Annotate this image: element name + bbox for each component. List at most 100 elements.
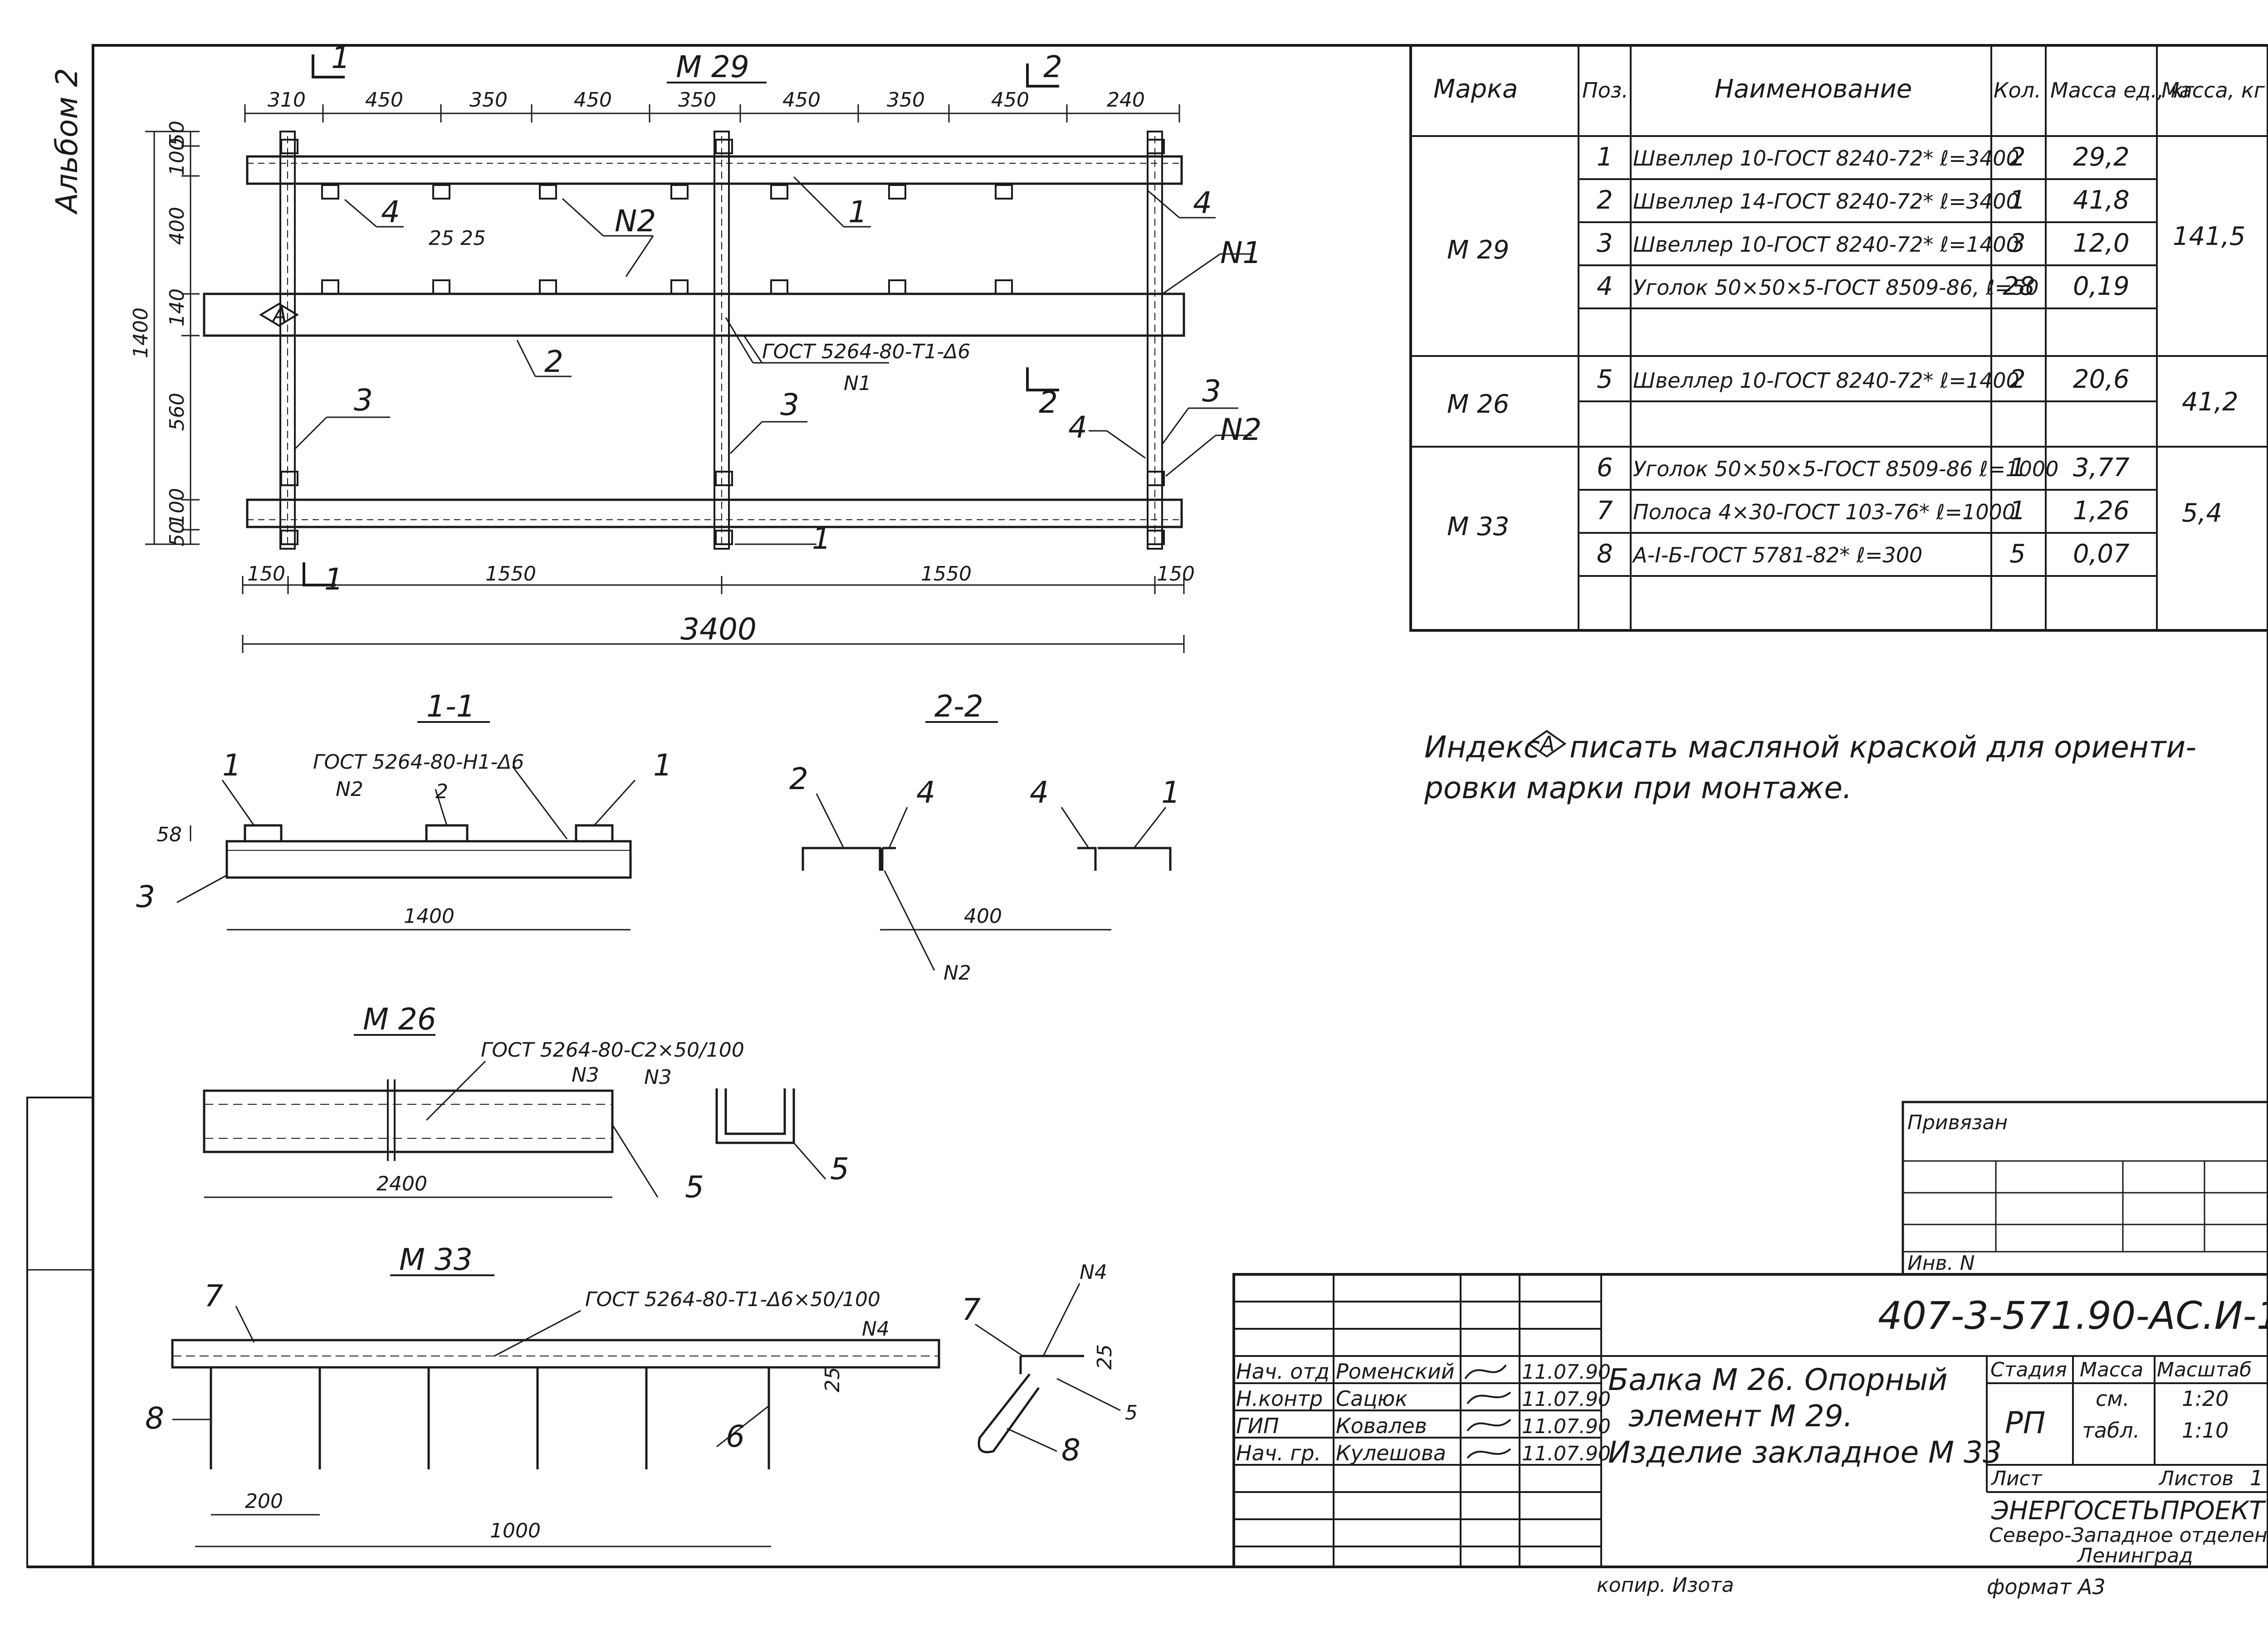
org-division: Северо-Западное отделение	[1989, 1524, 2268, 1547]
m33-weld: N4	[862, 1317, 890, 1341]
spacing-25-25: 25 25	[429, 227, 486, 250]
m33-detail-leader-8	[1007, 1428, 1057, 1452]
m26-beam	[203, 1089, 614, 1153]
spec-r1-mass: 29,2	[2073, 142, 2130, 172]
spec-r8-pos: 8	[1597, 539, 1613, 569]
bottom-dim-ticks	[242, 576, 1185, 594]
spec-r6-pos: 6	[1597, 453, 1613, 483]
left-dim-100a: 100	[166, 138, 189, 176]
person-3-date: 11.07.90	[1522, 1415, 1611, 1438]
sec11-gost: ГОСТ 5264-80-Н1-Δ6	[313, 751, 524, 774]
section-1-1: 1-1 58 1400 1 1 2 3 ГОСТ 5264-80-Н1-Δ6 N…	[136, 689, 672, 931]
top-dim-6: 450	[782, 88, 821, 112]
spec-r2-pos: 2	[1597, 185, 1613, 215]
spec-r7-qty: 1	[2009, 496, 2026, 526]
m29-callout-2: 2	[544, 344, 563, 379]
spec-h-unitmass: Масса ед., кг	[2050, 78, 2195, 102]
spec-h-mass: Масса, кг	[2161, 78, 2265, 102]
spec-r7-mass: 1,26	[2073, 496, 2130, 526]
sec11-channel-1-right	[575, 824, 614, 841]
spec-r5-name: Швеллер 10-ГОСТ 8240-72* ℓ=1400	[1633, 368, 2019, 393]
m33-callout-7: 7	[204, 1278, 223, 1313]
m29-weld-n1-right: N1	[1220, 235, 1261, 270]
total-dim-label: 3400	[680, 612, 757, 647]
spec-m26-total: 41,2	[2182, 387, 2239, 417]
person-2-signature	[1466, 1391, 1511, 1405]
m29-gost: ГОСТ 5264-80-Т1-Δ6	[762, 340, 970, 363]
title-line-2: элемент М 29.	[1628, 1399, 1853, 1434]
mass-header: Масса	[2080, 1358, 2143, 1381]
cut-1-top-mark	[312, 54, 345, 78]
note: Индекс А писать масляной краской для ори…	[1424, 730, 2196, 805]
sec11-leader-1r	[593, 779, 636, 826]
sec11-callout-1r: 1	[653, 748, 672, 783]
person-4-name: Кулешова	[1336, 1441, 1446, 1465]
binding-strip	[26, 1097, 94, 1568]
spec-r6-qty: 1	[2009, 453, 2026, 483]
m33-leader-7	[235, 1306, 255, 1343]
spec-m33-mark: М 33	[1447, 512, 1509, 541]
spec-m29-total: 141,5	[2173, 222, 2245, 251]
note-word: Индекс	[1424, 730, 1540, 765]
spec-m29-mark: М 29	[1447, 235, 1509, 265]
org-city: Ленинград	[2077, 1544, 2193, 1567]
sec22-callout-4l: 4	[916, 775, 935, 810]
stage-value: РП	[2005, 1405, 2045, 1440]
top-dim-8: 450	[991, 88, 1029, 112]
cut-1-top-label: 1	[331, 40, 350, 75]
spec-h-qty: Кол.	[1994, 78, 2041, 102]
sec22-callout-2: 2	[789, 761, 808, 796]
privyazan-label: Привязан	[1907, 1111, 2008, 1134]
m26-weld: N3	[572, 1063, 599, 1087]
sec11-leader-1l	[221, 780, 255, 826]
spec-r3-mass: 12,0	[2073, 229, 2130, 258]
person-3-name: Ковалев	[1336, 1414, 1427, 1438]
m29-weld-n1: N1	[844, 372, 871, 395]
spec-r5-pos: 5	[1597, 365, 1613, 394]
spec-r8-qty: 5	[2009, 539, 2026, 569]
sec11-height: 58	[156, 823, 182, 846]
spec-table-frame	[1409, 44, 2268, 632]
person-2-name: Сацюк	[1336, 1386, 1408, 1411]
top-dim-5: 350	[678, 88, 716, 112]
spec-r5-qty: 2	[2009, 365, 2026, 394]
spec-r2-name: Швеллер 14-ГОСТ 8240-72* ℓ=3400	[1633, 189, 2019, 214]
bottom-dim-150b: 150	[1157, 562, 1195, 585]
spec-r3-pos: 3	[1597, 229, 1613, 258]
scale-value-2: 1:10	[2182, 1418, 2229, 1443]
person-3-signature	[1466, 1419, 1511, 1432]
privyazan-block: Привязан Инв. N	[1901, 1101, 2268, 1276]
m33-angle	[171, 1339, 940, 1369]
spec-r2-mass: 41,8	[2073, 185, 2130, 215]
person-4-signature	[1466, 1448, 1511, 1459]
scale-header: Масштаб	[2157, 1358, 2252, 1381]
mass-value-2: табл.	[2082, 1418, 2140, 1443]
m33-dim-25: 25	[821, 1367, 844, 1392]
channel-3-center	[714, 131, 730, 550]
m33-detail-leader-5	[1056, 1378, 1121, 1411]
left-dim-50b: 50	[166, 521, 189, 546]
channel-3-right	[1147, 131, 1163, 550]
left-dim-400: 400	[166, 207, 189, 245]
sheet-header: Лист	[1990, 1467, 2043, 1490]
person-1-name: Роменский	[1336, 1359, 1455, 1384]
m26-section-leader	[793, 1142, 826, 1180]
bottom-dim-150a: 150	[247, 562, 285, 585]
spec-r6-name: Уголок 50×50×5-ГОСТ 8509-86 ℓ=1000	[1633, 457, 2058, 481]
top-dim-2: 450	[365, 88, 403, 112]
m26-section-channel	[715, 1088, 795, 1144]
spec-r8-mass: 0,07	[2073, 539, 2130, 569]
bottom-dim-1550a: 1550	[485, 562, 536, 585]
sec22-callout-4r: 4	[1030, 775, 1049, 810]
cut-2-top-label: 2	[1043, 49, 1062, 84]
sheet-frame	[92, 44, 2268, 1568]
m29-weld-n2-right: N2	[1220, 412, 1261, 447]
m26-gost: ГОСТ 5264-80-С2×50/100	[481, 1039, 744, 1062]
m33-detail-weld: N4	[1080, 1261, 1107, 1284]
m26-section-callout: 5	[830, 1151, 849, 1186]
spec-r7-name: Полоса 4×30-ГОСТ 103-76* ℓ=1000	[1633, 500, 2015, 524]
org-name: ЭНЕРГОСЕТЬПРОЕКТ	[1991, 1496, 2266, 1526]
m33-anchors	[210, 1367, 770, 1469]
sec22-leader-weld	[884, 870, 935, 971]
bottom-dim-1550b: 1550	[921, 562, 972, 585]
